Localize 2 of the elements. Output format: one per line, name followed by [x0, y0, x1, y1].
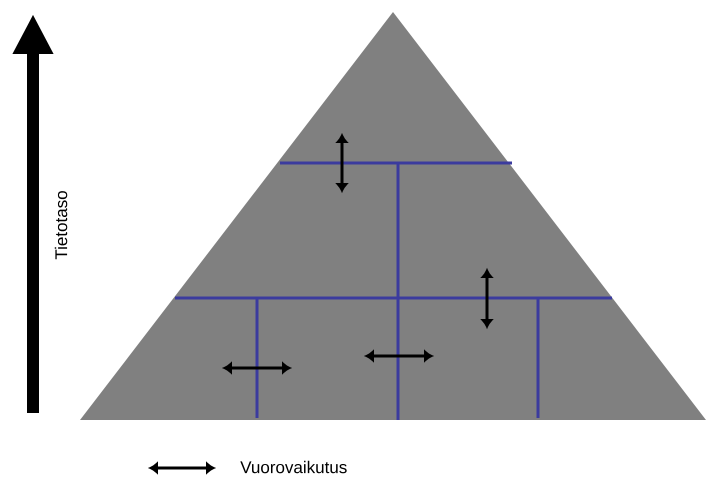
legend-label: Vuorovaikutus [240, 460, 347, 474]
axis-label: Tietotaso [54, 191, 68, 260]
